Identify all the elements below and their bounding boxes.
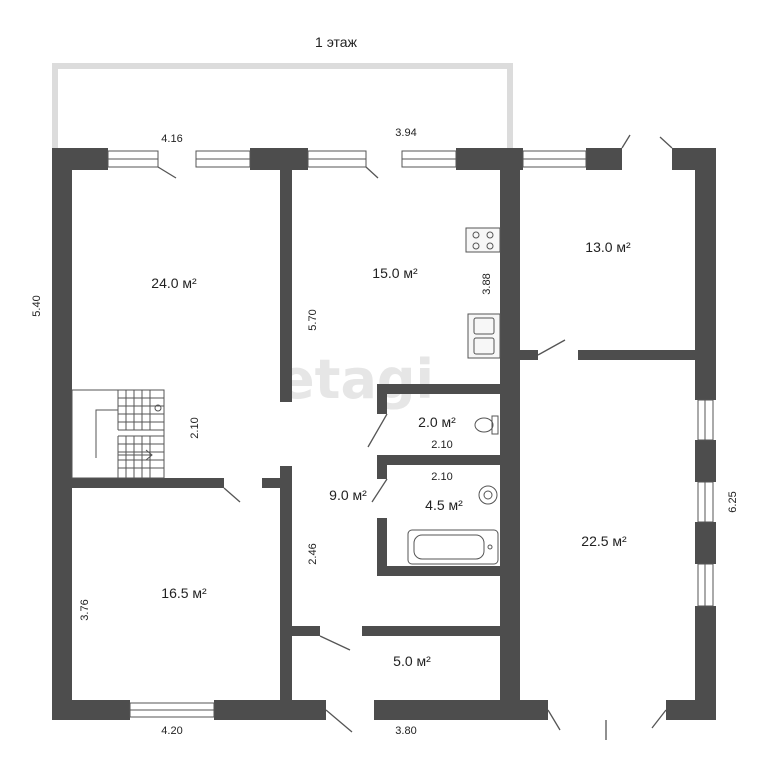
window-lines [108,158,706,711]
room-label-living: 24.0 м² [151,275,197,291]
room-label-bedroom: 16.5 м² [161,585,207,601]
room-label-top-right: 13.0 м² [585,239,631,255]
plan-title: 1 этаж [315,34,358,50]
room-label-vestibule: 5.0 м² [393,653,431,669]
bathtub-icon [407,529,499,565]
dim-right-height: 6.25 [727,491,739,512]
room-label-hallway: 9.0 м² [329,487,367,503]
dim-bottom-middle-width: 3.80 [395,725,416,737]
dimension-labels: 4.16 3.94 5.40 2.10 5.70 3.88 2.10 2.10 … [31,127,739,737]
dim-wc-width: 2.10 [431,439,452,451]
dim-left-height: 5.40 [31,295,43,316]
door-swings [157,134,673,740]
dim-kitchen-counter: 3.88 [481,273,493,294]
dim-top-middle-width: 3.94 [395,127,416,139]
dim-bath-width: 2.10 [431,471,452,483]
dim-kitchen-height: 5.70 [307,309,319,330]
staircase [71,389,165,479]
room-label-bathroom: 4.5 м² [425,497,463,513]
dim-hall-height: 2.46 [307,543,319,564]
toilet-icon [474,415,499,435]
exterior-walls [52,148,716,720]
bathroom-sink-icon [478,485,498,505]
dim-top-left-width: 4.16 [161,133,182,145]
room-label-wc: 2.0 м² [418,414,456,430]
stove-icon [465,227,501,253]
dim-bedroom-height: 3.76 [79,599,91,620]
balcony-outline [52,63,513,148]
room-labels: 24.0 м² 16.5 м² 15.0 м² 9.0 м² 2.0 м² 4.… [151,239,631,669]
room-label-kitchen: 15.0 м² [372,265,418,281]
interior-walls [72,170,695,700]
dim-stair-width: 2.10 [189,417,201,438]
room-label-right: 22.5 м² [581,533,627,549]
kitchen-sink-icon [467,313,501,359]
watermark-logo: etagi [278,348,434,411]
dim-bottom-left-width: 4.20 [161,725,182,737]
